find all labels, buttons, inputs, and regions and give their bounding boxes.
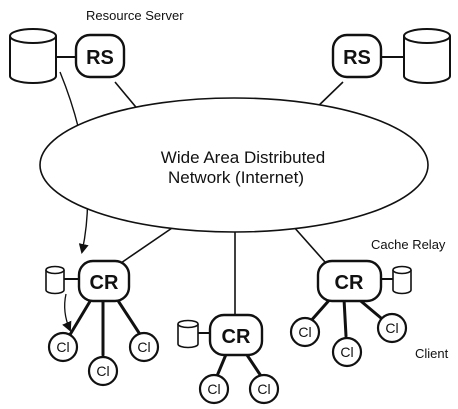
cache-relay-node-middle: CR	[208, 313, 264, 357]
client-node: Cl	[289, 316, 321, 348]
link-cr-left-cl3	[113, 294, 145, 341]
network-label-line2: Network (Internet)	[168, 168, 304, 187]
resource-server-node-left: RS	[74, 33, 126, 79]
cr-middle-label: CR	[222, 326, 251, 348]
client-links	[63, 294, 383, 378]
link-network-cr-left	[117, 225, 176, 266]
client-label-3: Cl	[137, 339, 150, 355]
client-node: Cl	[376, 312, 408, 344]
client-label-6: Cl	[298, 324, 311, 340]
resource-server-node-right: RS	[331, 33, 383, 79]
data-flow-arrow-cr-to-cl	[62, 293, 72, 332]
wide-area-network: Wide Area Distributed Network (Internet)	[39, 97, 429, 233]
network-ellipse	[39, 97, 429, 233]
cr-left-label: CR	[90, 272, 119, 294]
database-icon-cr-right	[392, 265, 412, 295]
rs-left-label: RS	[86, 47, 114, 69]
link-network-cr-right	[292, 225, 326, 263]
database-icon-cr-middle	[177, 319, 199, 349]
cr-right-label: CR	[335, 272, 364, 294]
network-label-line1: Wide Area Distributed	[161, 148, 325, 167]
cache-relay-label: Cache Relay	[371, 237, 446, 252]
resource-server-label: Resource Server	[86, 8, 184, 23]
client-node: Cl	[331, 336, 363, 368]
cache-relay-node-right: CR	[316, 259, 383, 303]
client-node: Cl	[87, 355, 119, 387]
client-label-2: Cl	[96, 363, 109, 379]
client-node: Cl	[128, 331, 160, 363]
client-label: Client	[415, 346, 449, 361]
client-label-7: Cl	[340, 344, 353, 360]
client-label-4: Cl	[207, 381, 220, 397]
client-label-5: Cl	[257, 381, 270, 397]
database-icon-rs-left	[9, 28, 57, 84]
storage-links	[56, 56, 404, 334]
client-label-1: Cl	[56, 339, 69, 355]
cache-relay-node-left: CR	[77, 259, 131, 303]
database-icon-cr-left	[45, 265, 65, 295]
client-label-8: Cl	[385, 320, 398, 336]
client-node: Cl	[47, 331, 79, 363]
client-node: Cl	[248, 373, 280, 405]
rs-right-label: RS	[343, 47, 371, 69]
database-icon-rs-right	[403, 28, 451, 84]
client-node: Cl	[198, 373, 230, 405]
link-cr-right-cl2	[342, 297, 348, 338]
